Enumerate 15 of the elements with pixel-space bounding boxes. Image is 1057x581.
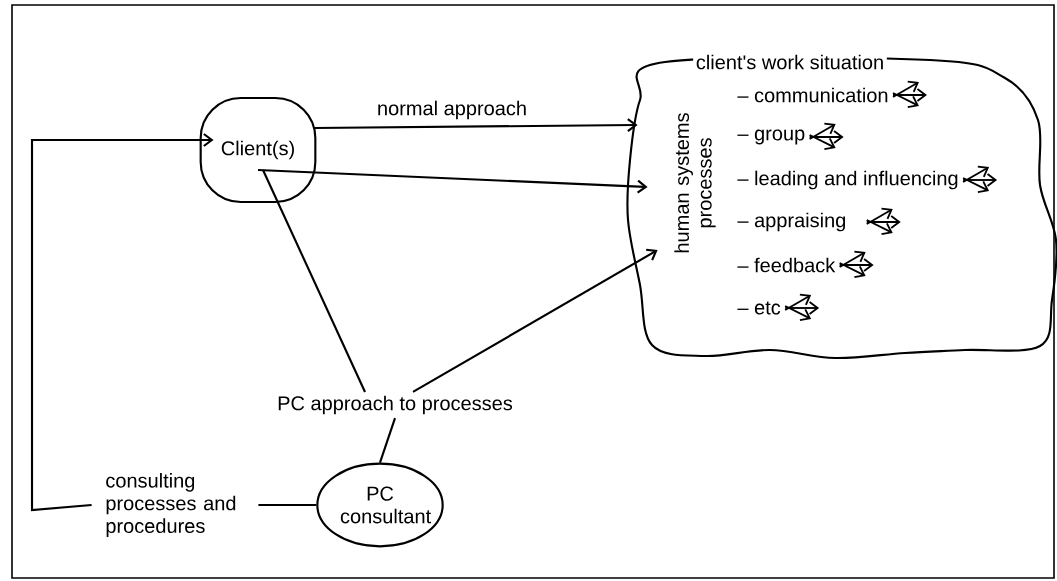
arrow bbox=[412, 248, 658, 393]
edge-label: normal approach bbox=[375, 99, 529, 121]
list-item: – appraising bbox=[737, 212, 846, 232]
list-item: – communication bbox=[737, 87, 888, 103]
process-text: consulting processes and procedures bbox=[106, 473, 236, 537]
arrow bbox=[257, 168, 648, 194]
arrow bbox=[314, 118, 638, 132]
approach-text: PC approach to processes bbox=[274, 393, 516, 417]
client-blob: Client(s) bbox=[199, 96, 317, 204]
list-item: – leading and influencing bbox=[737, 170, 958, 190]
rotated-heading: human systems processes bbox=[674, 113, 716, 253]
list-item: – etc bbox=[737, 301, 781, 315]
list-item: – group bbox=[737, 129, 805, 145]
arrow bbox=[30, 133, 214, 512]
list-item: – feedback bbox=[737, 257, 836, 273]
